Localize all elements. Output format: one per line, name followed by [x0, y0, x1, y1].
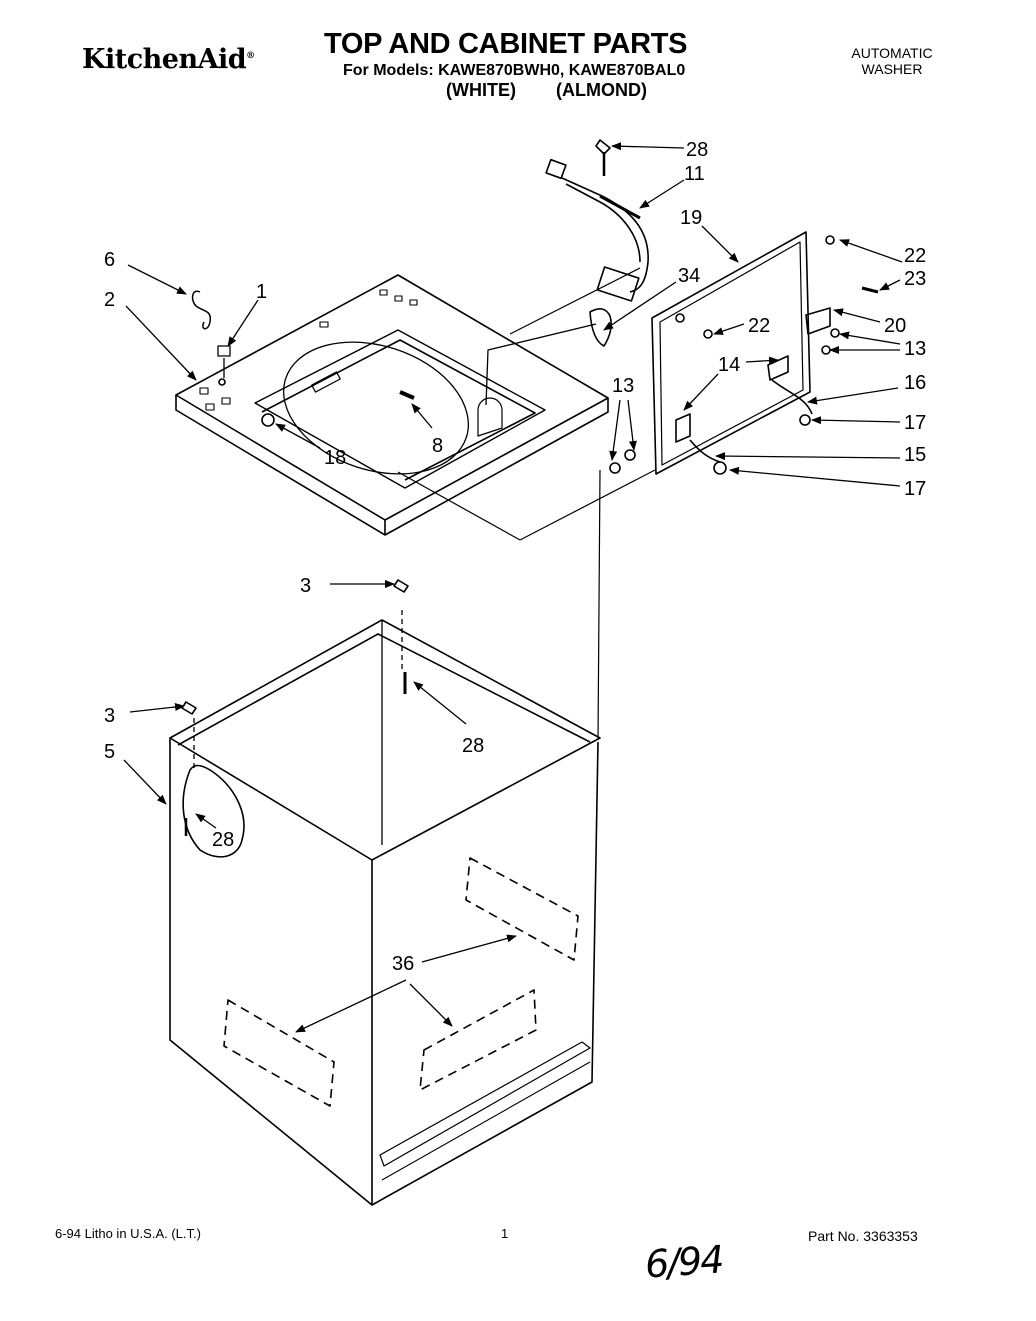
callout-14: 14 — [718, 354, 740, 376]
brand-logo: KitchenAid® — [82, 44, 255, 75]
appliance-type: AUTOMATIC WASHER — [846, 45, 938, 77]
color-variants: (WHITE) (ALMOND) — [446, 80, 647, 101]
callout-20: 20 — [884, 315, 906, 337]
callout-13-left: 13 — [612, 375, 634, 397]
callout-28-cabinet: 28 — [462, 735, 484, 757]
leader-lines — [123, 142, 903, 1033]
brand-name: KitchenAid — [82, 44, 247, 75]
callout-34: 34 — [678, 265, 700, 287]
cabinet — [169, 139, 611, 1206]
callout-8: 8 — [432, 435, 443, 457]
callout-11-harness: 11 — [684, 163, 705, 185]
callout-36: 36 — [392, 953, 414, 975]
callout-5: 5 — [104, 741, 115, 763]
callout-17-upper: 17 — [904, 412, 926, 434]
lid-switch-harness — [485, 158, 649, 406]
appliance-type-line2: WASHER — [861, 61, 923, 77]
callout-19-panel: 19 — [680, 207, 702, 229]
variant-white: (WHITE) — [446, 80, 516, 100]
callout-23: 23 — [904, 268, 926, 290]
print-date: 6-94 Litho in U.S.A. (L.T.) — [55, 1226, 201, 1241]
page-number: 1 — [501, 1226, 509, 1241]
callout-18: 18 — [324, 447, 346, 469]
top-panel — [175, 274, 609, 536]
callout-1: 1 — [256, 281, 267, 303]
appliance-type-line1: AUTOMATIC — [851, 45, 933, 61]
callout-28-screw-top: 28 — [686, 139, 708, 161]
callout-3-lower: 3 — [104, 705, 115, 727]
models-line: For Models: KAWE870BWH0, KAWE870BAL0 — [343, 62, 686, 79]
handwritten-note: 6/94 — [643, 1237, 724, 1287]
brand-mark: ® — [246, 51, 255, 61]
part-number: Part No. 3363353 — [808, 1228, 918, 1244]
callout-17-lower: 17 — [904, 478, 926, 500]
callout-16: 16 — [904, 372, 926, 394]
page-title: TOP AND CABINET PARTS — [324, 28, 688, 60]
callout-15: 15 — [904, 444, 926, 466]
callout-3-upper: 3 — [300, 575, 311, 597]
callout-13-right: 13 — [904, 338, 926, 360]
variant-almond: (ALMOND) — [555, 80, 647, 100]
callout-22-top: 22 — [904, 245, 926, 267]
control-panel-frame — [609, 231, 879, 475]
callout-6: 6 — [104, 249, 115, 271]
callout-28-side: 28 — [212, 829, 234, 851]
callout-labels: 28 11 19 22 23 6 1 2 34 22 20 13 14 16 1… — [104, 139, 926, 975]
callout-2: 2 — [104, 289, 115, 311]
callout-22-inner: 22 — [748, 315, 770, 337]
